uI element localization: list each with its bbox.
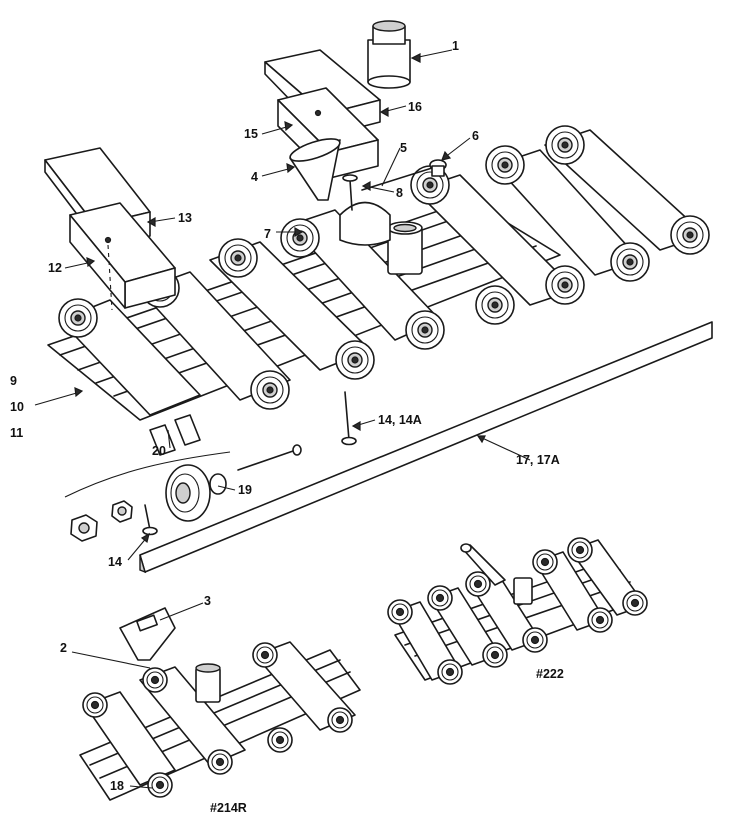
label-part-8: 8 [396,186,403,200]
part-5-pin [361,167,433,191]
label-part-18: 18 [110,779,124,793]
label-part-14: 14 [108,555,122,569]
leader-lines [34,49,531,789]
label-part-20: 20 [152,444,166,458]
label-part-19: 19 [238,483,252,497]
label-part-13: 13 [178,211,192,225]
part-19-wheel-set [165,444,302,522]
label-part-15: 15 [244,127,258,141]
part-nuts [70,500,133,542]
model-labels: #222 #214R [210,667,564,815]
label-part-12: 12 [48,261,62,275]
label-part-11: 11 [10,426,23,440]
label-part-3: 3 [204,594,211,608]
part-6-clip [429,159,447,177]
part-1-hose-cuff [367,20,411,89]
label-model-222: #222 [536,667,564,681]
label-part-6: 6 [472,129,479,143]
part-14-bolt [142,504,158,536]
part-8-screw [342,174,358,211]
part-12-weight [69,202,176,311]
handle-socket [339,201,423,275]
part-14a-bolt [341,391,357,446]
label-part-14-14a: 14, 14A [378,413,422,427]
main-vacuum-head [47,125,710,456]
label-part-9: 9 [10,374,17,388]
label-part-7: 7 [264,227,271,241]
label-part-5: 5 [400,141,407,155]
label-part-10: 10 [10,400,24,414]
label-part-16: 16 [408,100,422,114]
part-4-swivel [289,138,341,201]
front-fins [149,414,201,456]
part-17-bumper-strip [139,321,713,574]
label-part-4: 4 [251,170,258,184]
model-222-assembly [387,537,648,685]
label-part-2: 2 [60,641,67,655]
hardware-leader [64,451,231,498]
part-number-labels: 1 16 15 5 6 4 8 7 13 12 9 10 11 20 14, 1… [10,39,560,793]
label-model-214r: #214R [210,801,247,815]
label-part-17-17a: 17, 17A [516,453,560,467]
label-part-1: 1 [452,39,459,53]
model-214r-assembly [79,607,361,801]
